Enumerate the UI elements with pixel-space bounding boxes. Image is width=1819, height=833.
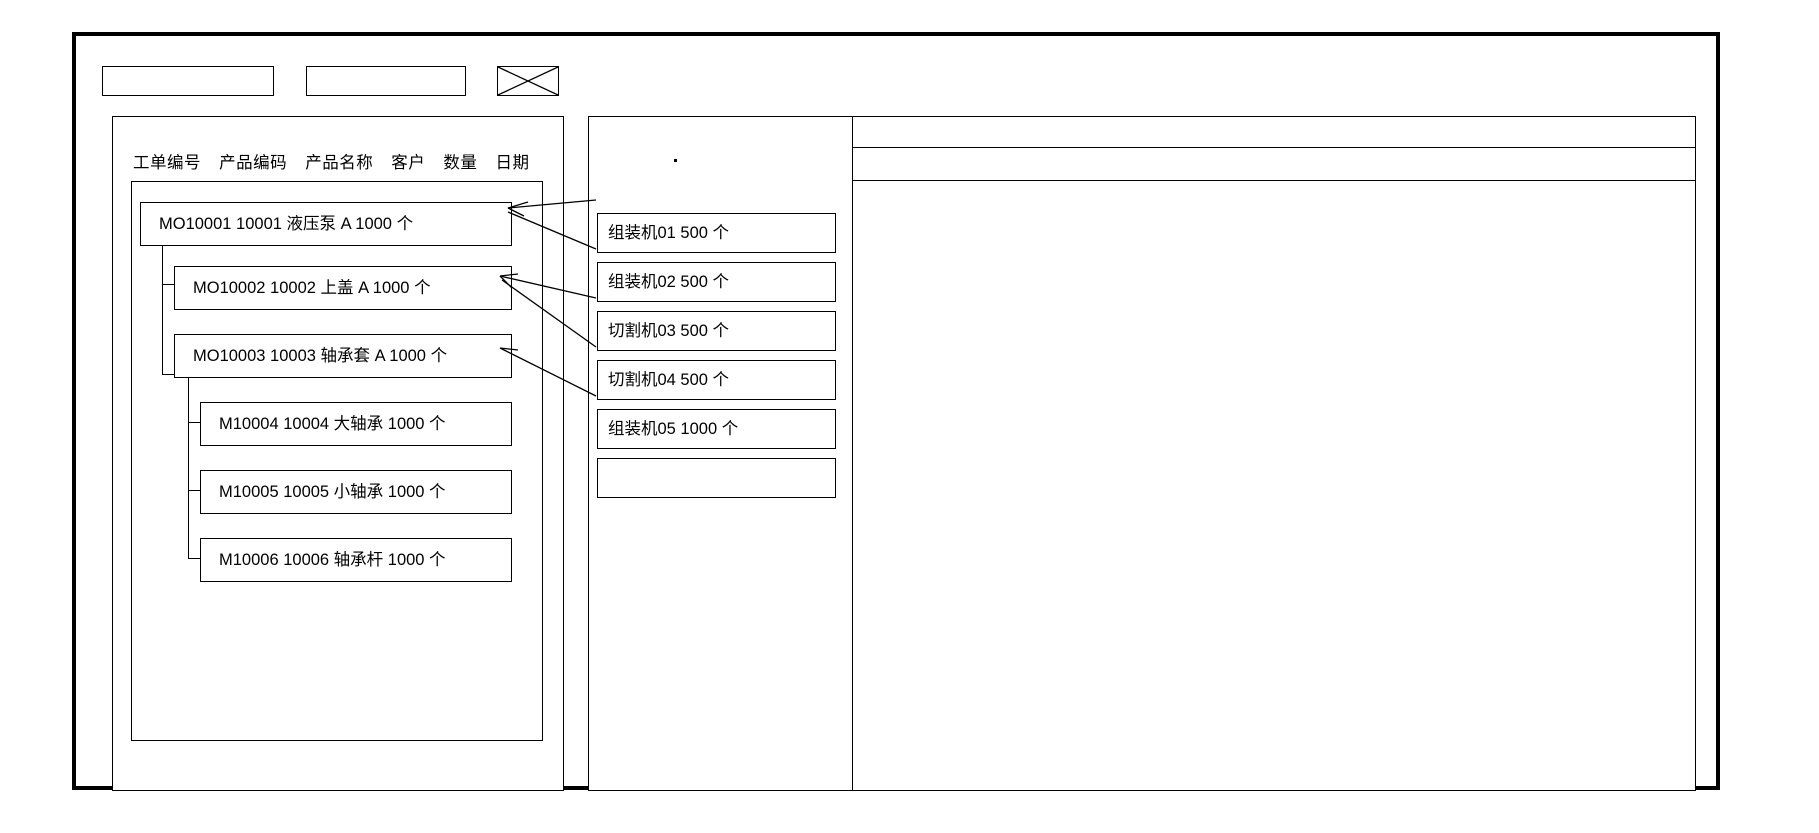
- machine-panel: 组装机01 500 个 组装机02 500 个 切割机03 500 个 切割机0…: [588, 116, 853, 791]
- tree-connector: [188, 338, 203, 559]
- column-headers: 工单编号 产品编码 产品名称 客户 数量 日期: [133, 149, 542, 173]
- column-header-order-no: 工单编号: [133, 154, 201, 172]
- work-order-tree: MO10001 10001 液压泵 A 1000 个 MO10002 10002…: [131, 181, 543, 741]
- crossed-box-icon[interactable]: [497, 66, 559, 96]
- app-window-frame: 工单编号 产品编码 产品名称 客户 数量 日期 MO10001 10001 液压…: [72, 32, 1720, 791]
- detail-panel-content[interactable]: [853, 181, 1695, 790]
- panel-marker-dot: [674, 159, 677, 162]
- column-header-qty: 数量: [443, 154, 478, 172]
- column-header-customer: 客户: [391, 154, 426, 172]
- detail-panel-header: [853, 147, 1695, 181]
- tree-row[interactable]: M10004 10004 大轴承 1000 个: [200, 402, 512, 446]
- machine-row[interactable]: 切割机04 500 个: [597, 360, 836, 400]
- tree-row[interactable]: MO10003 10003 轴承套 A 1000 个: [174, 334, 512, 378]
- search-input[interactable]: [102, 66, 274, 96]
- machine-row[interactable]: 组装机01 500 个: [597, 213, 836, 253]
- tree-row[interactable]: M10006 10006 轴承杆 1000 个: [200, 538, 512, 582]
- machine-row-empty[interactable]: [597, 458, 836, 498]
- detail-panel: [852, 116, 1696, 791]
- filter-input[interactable]: [306, 66, 466, 96]
- tree-connector: [162, 246, 177, 375]
- column-header-prod-code: 产品编码: [219, 154, 288, 172]
- machine-row[interactable]: 组装机05 1000 个: [597, 409, 836, 449]
- column-header-prod-name: 产品名称: [305, 154, 374, 172]
- tree-row[interactable]: MO10002 10002 上盖 A 1000 个: [174, 266, 512, 310]
- tree-row[interactable]: MO10001 10001 液压泵 A 1000 个: [140, 202, 512, 246]
- machine-row[interactable]: 组装机02 500 个: [597, 262, 836, 302]
- work-order-panel: 工单编号 产品编码 产品名称 客户 数量 日期 MO10001 10001 液压…: [112, 116, 564, 791]
- machine-row[interactable]: 切割机03 500 个: [597, 311, 836, 351]
- tree-row[interactable]: M10005 10005 小轴承 1000 个: [200, 470, 512, 514]
- column-header-date: 日期: [495, 154, 530, 172]
